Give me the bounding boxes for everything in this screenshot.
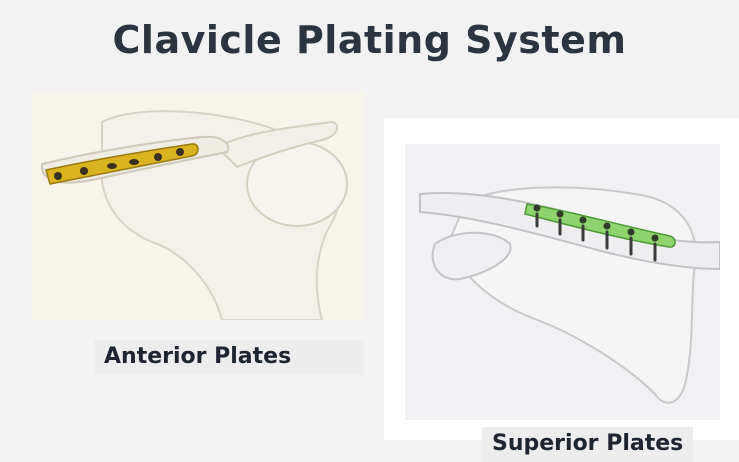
screw-hole [604,223,611,230]
superior-illustration [405,144,720,420]
anterior-illustration-panel [32,92,364,320]
screw-hole [534,205,541,212]
page-title: Clavicle Plating System [0,18,739,62]
superior-illustration-panel [405,144,720,420]
screw-hole [652,235,659,242]
screw-hole [176,148,184,156]
screw-hole [557,211,564,218]
screw-hole [80,167,88,175]
screw-hole [628,229,635,236]
anterior-illustration [32,92,364,320]
anterior-plates-label: Anterior Plates [94,340,364,375]
screw-hole [154,153,162,161]
screw-hole [107,163,117,169]
superior-plates-label: Superior Plates [482,427,693,462]
screw-hole [54,172,62,180]
screw-hole [129,159,139,165]
screw-hole [580,217,587,224]
